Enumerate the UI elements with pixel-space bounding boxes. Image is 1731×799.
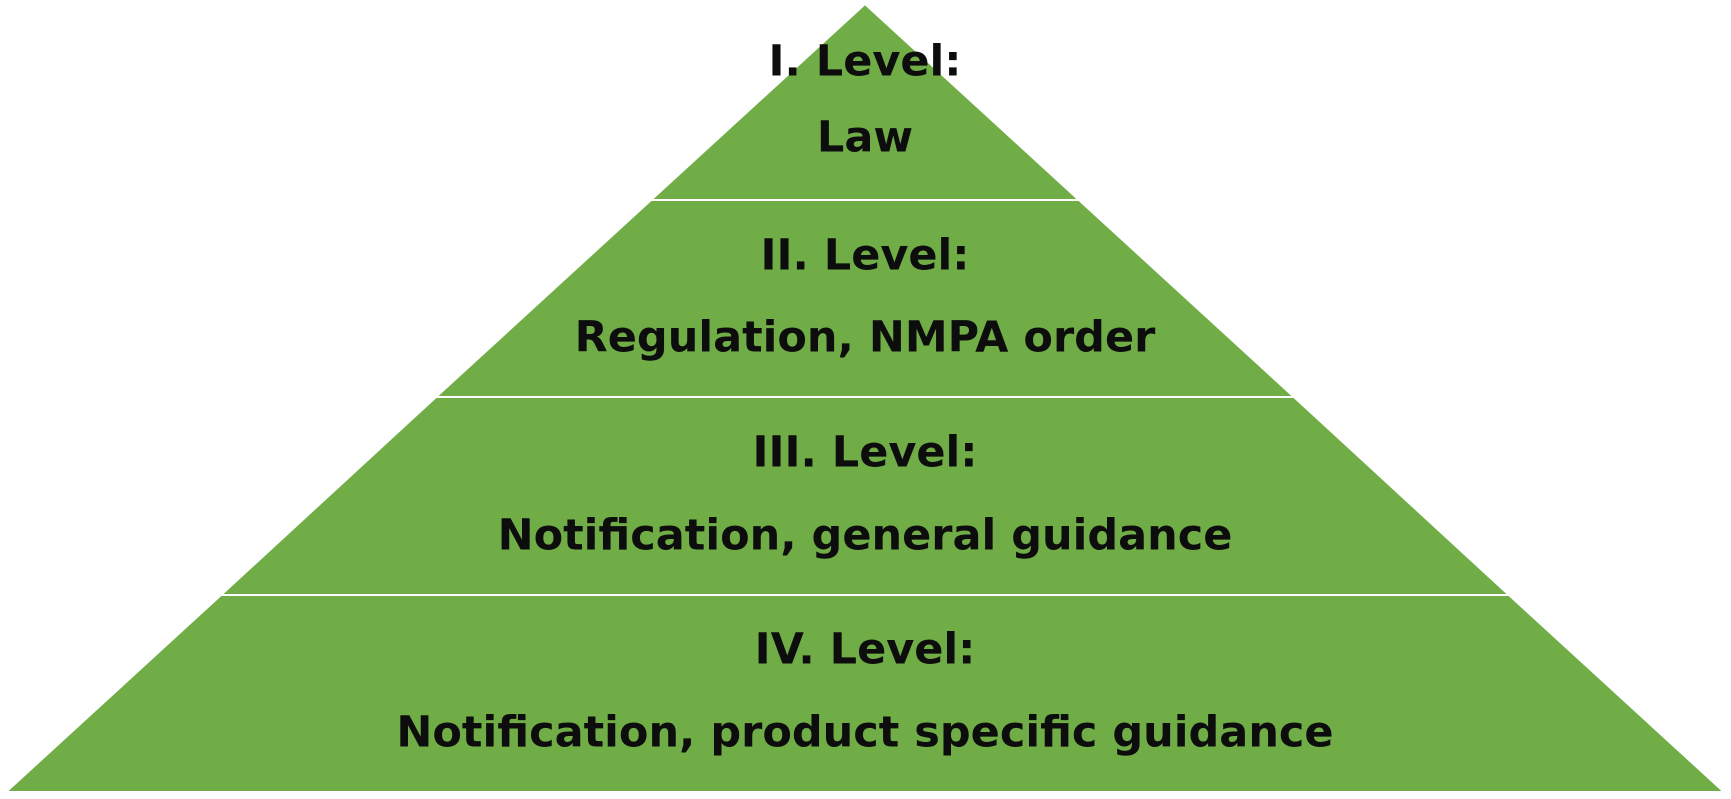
level-3-heading: III. Level: bbox=[753, 428, 978, 478]
level-4-heading: IV. Level: bbox=[755, 625, 976, 675]
pyramid-level-4 bbox=[3, 594, 1727, 793]
pyramid-level-1 bbox=[648, 2, 1082, 201]
level-2-description: Regulation, NMPA order bbox=[575, 313, 1156, 363]
level-3-description: Notification, general guidance bbox=[498, 511, 1233, 561]
level-2-heading: II. Level: bbox=[761, 231, 970, 281]
level-4-description: Notification, product specific guidance bbox=[396, 708, 1333, 758]
level-1-description: Law bbox=[817, 113, 913, 163]
level-1-heading: I. Level: bbox=[769, 37, 962, 87]
